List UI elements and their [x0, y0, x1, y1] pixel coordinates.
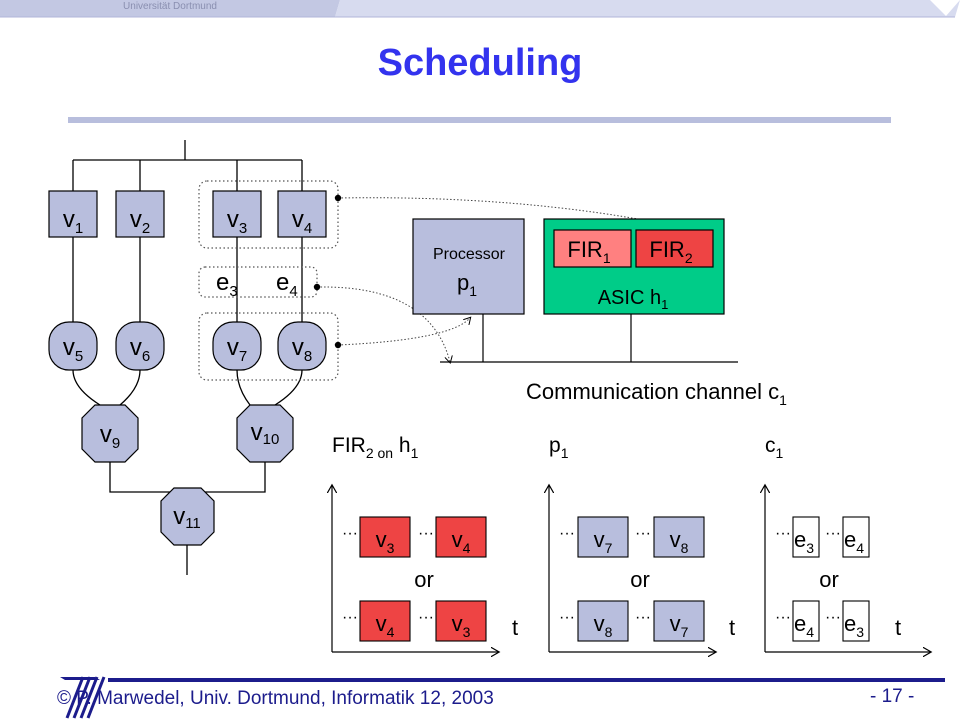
svg-text:v1: v1 [63, 206, 83, 237]
svg-text:or: or [630, 567, 650, 592]
svg-text:···: ··· [342, 525, 358, 542]
svg-text:or: or [819, 567, 839, 592]
node-v5: v5 [48, 321, 98, 371]
svg-text:v8: v8 [292, 334, 312, 365]
schedule-header-p1: p1 [549, 434, 569, 461]
footer-author: © P. Marwedel, Univ. Dortmund, Informati… [57, 688, 494, 709]
svg-text:···: ··· [775, 525, 791, 542]
svg-text:t: t [729, 615, 735, 640]
node-v2: v2 [115, 190, 165, 238]
node-v6: v6 [115, 321, 165, 371]
svg-text:v4: v4 [376, 611, 395, 640]
svg-text:···: ··· [635, 609, 651, 626]
svg-text:e4: e4 [844, 527, 864, 556]
channel-label: Communication channel c1 [526, 379, 787, 408]
gantt-c1-row2: e4 e3 [792, 600, 870, 642]
or-labels: or or or [414, 567, 839, 592]
arrow-v7v8-to-processor [337, 318, 470, 346]
schedule-header-fir2: FIR2 on h1 [332, 434, 419, 461]
svg-text:···: ··· [418, 609, 434, 626]
node-v9: v9 [81, 404, 139, 463]
fir1-block: FIR1 [553, 229, 632, 268]
svg-text:p1: p1 [457, 270, 477, 299]
svg-text:···: ··· [559, 609, 575, 626]
processor-p1: Processor p1 [412, 218, 525, 315]
svg-text:e3: e3 [794, 527, 814, 556]
node-v7: v7 [212, 321, 262, 371]
arrow-e3e4-to-channel [316, 286, 450, 362]
svg-text:v2: v2 [130, 206, 150, 237]
node-v8: v8 [277, 321, 327, 371]
gantt-fir2-row1: v3 v4 [359, 516, 487, 558]
node-v4: v4 [277, 190, 327, 238]
svg-text:···: ··· [559, 525, 575, 542]
time-labels: t t t [512, 615, 901, 640]
svg-text:v4: v4 [292, 206, 312, 237]
node-v11: v11 [160, 487, 215, 546]
svg-text:v3: v3 [376, 527, 395, 556]
title-underline [68, 117, 891, 123]
gantt-fir2-row2: v4 v3 [359, 600, 487, 642]
svg-text:v11: v11 [173, 503, 201, 532]
svg-text:e4: e4 [794, 611, 814, 640]
node-v3: v3 [212, 190, 262, 238]
svg-text:v9: v9 [100, 421, 120, 452]
university-name: Universität Dortmund [123, 1, 217, 12]
gantt-dots: ··· ··· ··· ··· ··· ··· ··· ··· ··· ··· … [342, 525, 841, 626]
svg-text:FIR2: FIR2 [649, 237, 692, 266]
svg-text:v6: v6 [130, 334, 150, 365]
gantt-axes [332, 486, 930, 652]
svg-text:v3: v3 [227, 206, 247, 237]
fir2-block: FIR2 [635, 229, 714, 268]
mapping-arrows [316, 197, 670, 362]
svg-text:v5: v5 [63, 334, 83, 365]
task-graph-edges [72, 140, 303, 575]
edge-label-e4: e4 [276, 269, 298, 300]
gantt-p1-row2: v8 v7 [577, 600, 705, 642]
svg-text:t: t [512, 615, 518, 640]
svg-text:e3: e3 [844, 611, 864, 640]
schedule-header-c1: c1 [765, 434, 784, 461]
node-v10: v10 [236, 404, 294, 463]
svg-text:···: ··· [825, 525, 841, 542]
svg-text:v7: v7 [227, 334, 247, 365]
header-bar [0, 0, 960, 18]
svg-text:or: or [414, 567, 434, 592]
svg-text:···: ··· [825, 609, 841, 626]
group-e3-e4 [198, 266, 318, 298]
edge-label-e3: e3 [216, 269, 238, 300]
svg-text:v4: v4 [452, 527, 471, 556]
svg-text:t: t [895, 615, 901, 640]
svg-text:···: ··· [342, 609, 358, 626]
gantt-p1-row1: v7 v8 [577, 516, 705, 558]
svg-text:v7: v7 [594, 527, 613, 556]
group-v3-v4 [198, 180, 339, 249]
svg-text:v10: v10 [251, 419, 280, 448]
svg-text:···: ··· [775, 609, 791, 626]
gantt-c1-row1: e3 e4 [792, 516, 870, 558]
svg-text:v3: v3 [452, 611, 471, 640]
svg-text:v8: v8 [594, 611, 613, 640]
svg-text:FIR1: FIR1 [567, 237, 610, 266]
page-number: - 17 - [870, 686, 915, 707]
svg-text:ASIC h1: ASIC h1 [598, 287, 669, 312]
svg-text:Processor: Processor [433, 246, 506, 263]
node-v1: v1 [48, 190, 98, 238]
svg-text:v8: v8 [670, 527, 689, 556]
svg-text:···: ··· [418, 525, 434, 542]
svg-text:···: ··· [635, 525, 651, 542]
communication-bus [440, 314, 738, 363]
svg-text:v7: v7 [670, 611, 689, 640]
footer-logo [60, 676, 106, 719]
slide-title: Scheduling [377, 42, 583, 84]
